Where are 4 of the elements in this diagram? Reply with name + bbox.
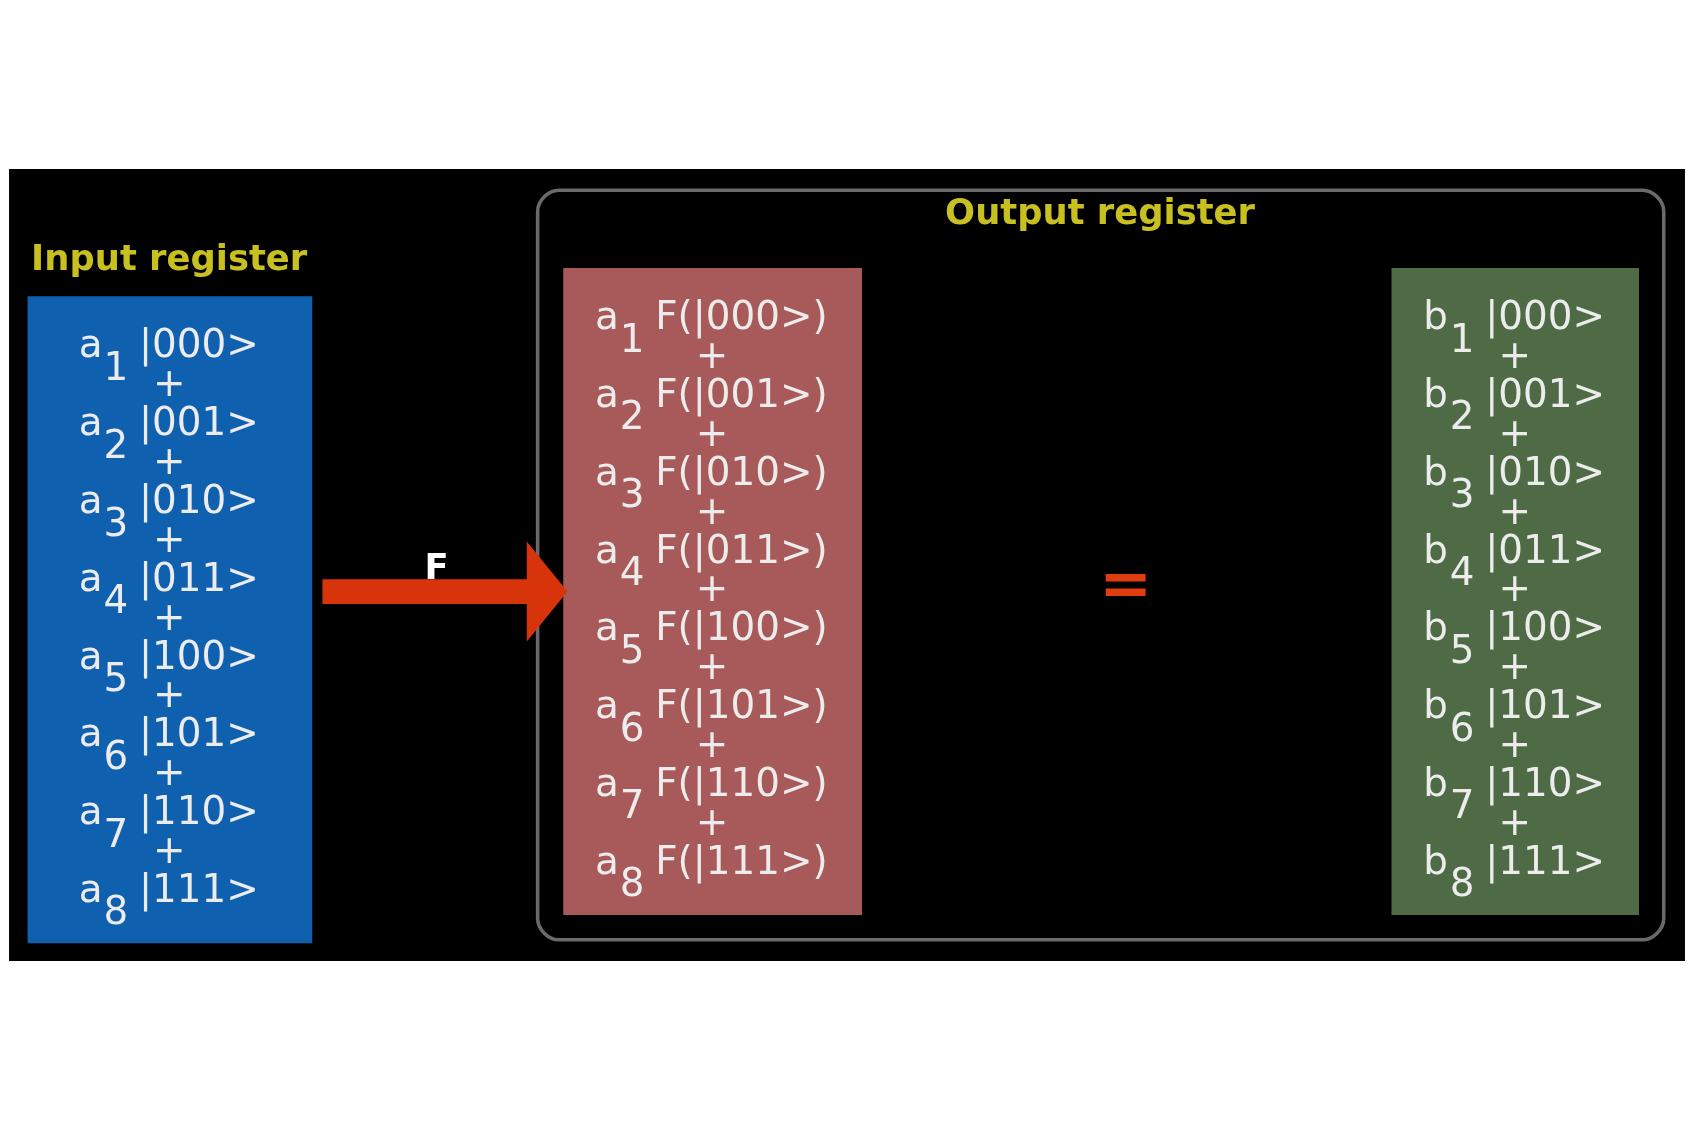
node-label: Input register: [31, 236, 308, 278]
label: =: [1098, 545, 1153, 620]
edge-label: F: [424, 545, 449, 587]
arrow: [322, 541, 568, 641]
